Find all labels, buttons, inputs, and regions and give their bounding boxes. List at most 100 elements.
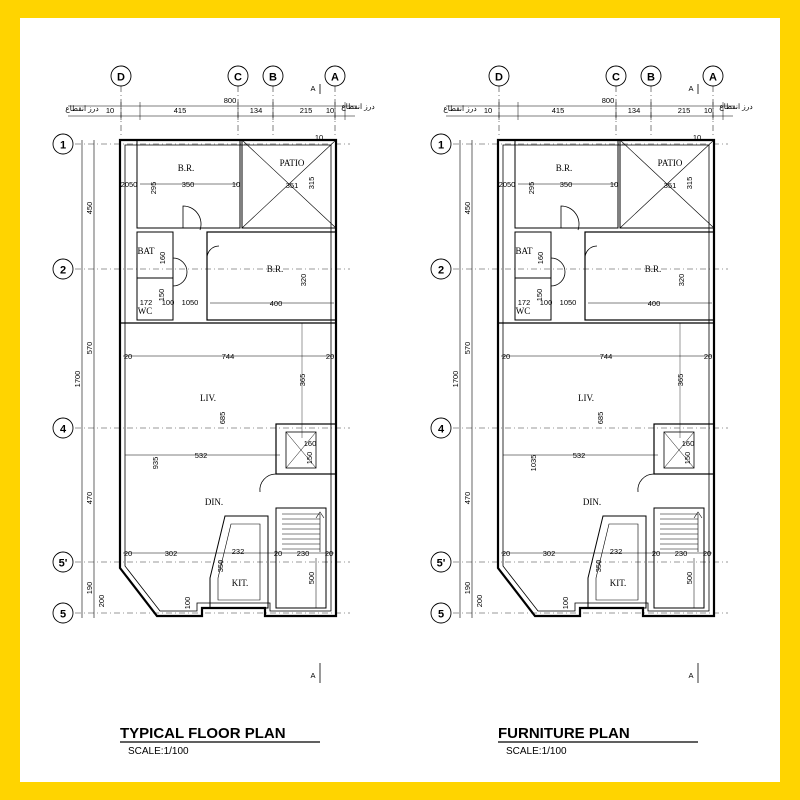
dim-top: 10 bbox=[326, 106, 334, 115]
room-label-living: LIV. bbox=[200, 393, 216, 403]
dim-wall: 20 bbox=[124, 352, 132, 361]
grid-bubble-2 bbox=[430, 258, 452, 280]
room-label-wc: WC bbox=[516, 306, 531, 316]
grid-bubble-5 bbox=[430, 602, 452, 624]
plan-title: FURNITURE PLAN bbox=[498, 725, 630, 742]
stair-arrow bbox=[315, 511, 325, 552]
dim-bottom-stair: 230 bbox=[297, 549, 310, 558]
dim-bottom-left: 302 bbox=[543, 549, 556, 558]
dim-top: 10 bbox=[484, 106, 492, 115]
room-label-kitchen: KIT. bbox=[610, 578, 627, 588]
outer-wall-inner bbox=[124, 144, 332, 612]
setback-label-left: درز انقطاع bbox=[65, 104, 99, 113]
dim-patio-height: 315 bbox=[685, 177, 694, 190]
dim-overall-width: 800 bbox=[224, 96, 237, 105]
dim-living-height: 685 bbox=[596, 412, 605, 425]
bedroom-2-wall bbox=[584, 231, 715, 321]
shaft-inner bbox=[285, 431, 317, 469]
grid-label-5: 5 bbox=[60, 609, 66, 621]
dim-wall: 10 bbox=[693, 133, 701, 142]
dim-bottom-left: 302 bbox=[165, 549, 178, 558]
grid-label-5': 5' bbox=[437, 558, 446, 570]
dim-wall: 10 bbox=[610, 180, 618, 189]
dim-br2-width: 400 bbox=[270, 299, 283, 308]
dim-br1-width: 350 bbox=[560, 180, 573, 189]
dim-bath: 100 bbox=[540, 298, 553, 307]
dim-right-height: 365 bbox=[676, 374, 685, 387]
room-label-bedroom-2: B.R. bbox=[267, 264, 284, 274]
dim-left: 570 bbox=[463, 342, 472, 355]
room-label-bedroom-1: B.R. bbox=[178, 163, 195, 173]
room-label-bedroom-2: B.R. bbox=[645, 264, 662, 274]
grid-bubble-1 bbox=[430, 133, 452, 155]
patio-wall bbox=[619, 139, 715, 229]
plan-title: TYPICAL FLOOR PLAN bbox=[120, 725, 286, 742]
dim-wall: 20 bbox=[652, 549, 660, 558]
dim-top: 215 bbox=[678, 106, 691, 115]
dim-bath: 172 bbox=[140, 298, 153, 307]
dim-bath: 1050 bbox=[560, 298, 577, 307]
grid-bubble-5 bbox=[52, 602, 74, 624]
grid-label-C: C bbox=[612, 72, 620, 84]
room-label-wc: WC bbox=[138, 306, 153, 316]
door-swing bbox=[182, 205, 202, 231]
grid-label-4: 4 bbox=[438, 424, 445, 436]
dim-living-width: 744 bbox=[222, 352, 235, 361]
dim-top: 415 bbox=[174, 106, 187, 115]
dim-stair-run: 500 bbox=[685, 572, 694, 585]
room-label-patio: PATIO bbox=[658, 158, 683, 168]
dim-left: 450 bbox=[85, 202, 94, 215]
dim-living-width: 744 bbox=[600, 352, 613, 361]
dim-stair-width: 532 bbox=[573, 451, 586, 460]
dim-stair-box: 160 bbox=[304, 439, 317, 448]
dim-living-depth: 935 bbox=[151, 457, 160, 470]
dim-kitchen-width: 232 bbox=[610, 547, 623, 556]
patio-wall bbox=[241, 139, 337, 229]
dim-overall-height: 1700 bbox=[73, 371, 82, 388]
bedroom-1-wall bbox=[514, 139, 619, 229]
dim-left: 470 bbox=[85, 492, 94, 505]
outer-wall-inner bbox=[502, 144, 710, 612]
grid-label-1: 1 bbox=[438, 140, 444, 152]
dim-bath: 100 bbox=[162, 298, 175, 307]
setback-label-left: درز انقطاع bbox=[443, 104, 477, 113]
kitchen-counter-inner bbox=[595, 523, 639, 601]
dim-top: 10 bbox=[106, 106, 114, 115]
dim-top: 134 bbox=[628, 106, 641, 115]
dim-stair-box: 150 bbox=[683, 452, 692, 465]
dim-right-height: 365 bbox=[298, 374, 307, 387]
dim-br2-height: 320 bbox=[299, 274, 308, 287]
grid-label-D: D bbox=[495, 72, 503, 84]
dim-top: 134 bbox=[250, 106, 263, 115]
dim-kitchen-height: 350 bbox=[594, 560, 603, 573]
grid-label-C: C bbox=[234, 72, 242, 84]
dim-patio-width: 351 bbox=[286, 181, 299, 190]
door-swing bbox=[584, 245, 598, 259]
dim-overall-height: 1700 bbox=[451, 371, 460, 388]
dim-stair-run: 500 bbox=[307, 572, 316, 585]
section-mark-bottom: A bbox=[310, 671, 315, 680]
grid-bubble-4 bbox=[430, 417, 452, 439]
dim-stair-width: 532 bbox=[195, 451, 208, 460]
bedroom-2-wall bbox=[206, 231, 337, 321]
dim-wall: 20 bbox=[124, 549, 132, 558]
dim-wall: 10 bbox=[232, 180, 240, 189]
kitchen-counter bbox=[587, 515, 647, 609]
dim-patio-height: 315 bbox=[307, 177, 316, 190]
grid-bubble-4 bbox=[52, 417, 74, 439]
shaft-inner bbox=[663, 431, 695, 469]
dim-wall: 20 bbox=[325, 549, 333, 558]
dim-left: 470 bbox=[463, 492, 472, 505]
grid-label-5': 5' bbox=[59, 558, 68, 570]
grid-label-5: 5 bbox=[438, 609, 444, 621]
plan-scale: SCALE:1/100 bbox=[506, 746, 567, 757]
dim-patio-width: 351 bbox=[664, 181, 677, 190]
dim-bath: 160 bbox=[158, 252, 167, 265]
grid-label-B: B bbox=[647, 72, 655, 84]
dim-stair-box: 150 bbox=[305, 452, 314, 465]
dim-wall: 2050 bbox=[499, 180, 516, 189]
dim-left: 200 bbox=[97, 595, 106, 608]
plan-scale: SCALE:1/100 bbox=[128, 746, 189, 757]
